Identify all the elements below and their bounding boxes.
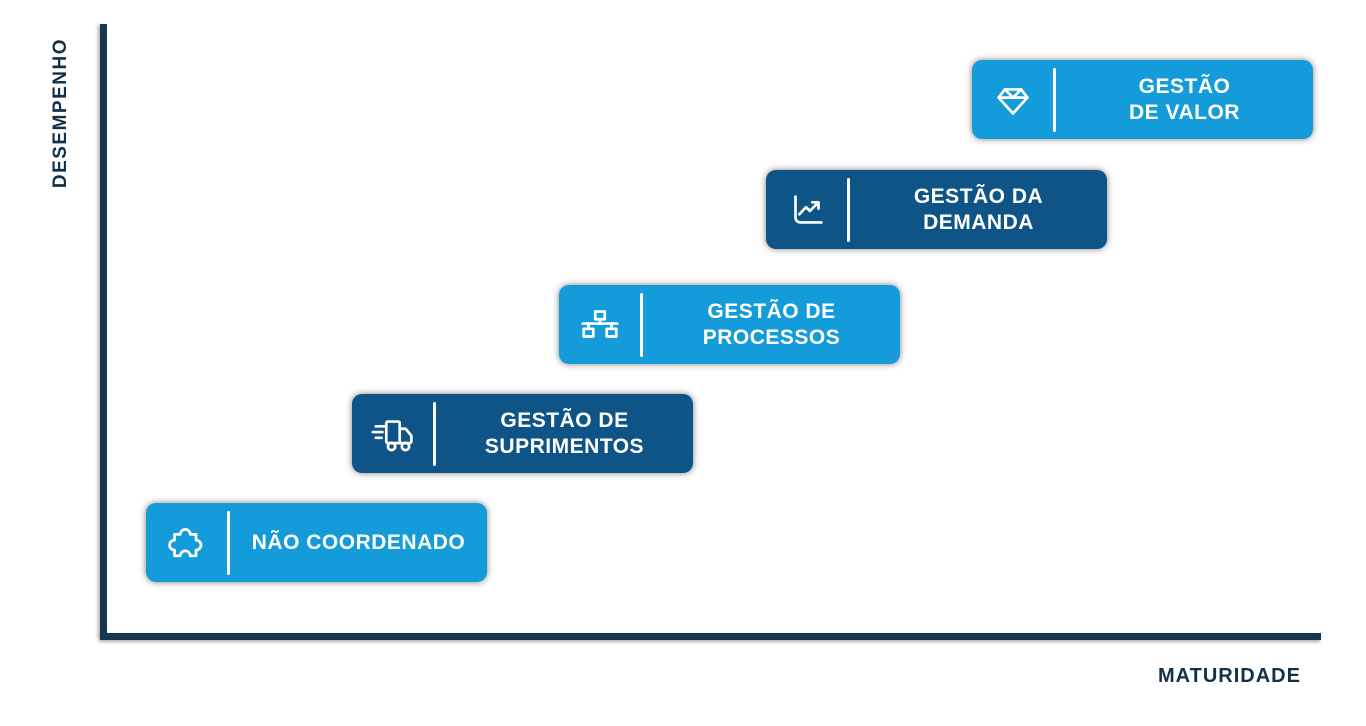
- step-gestao-da-demanda: GESTÃO DA DEMANDA: [766, 170, 1107, 249]
- x-axis-label: MATURIDADE: [1158, 665, 1301, 687]
- step-gestao-de-suprimentos: GESTÃO DE SUPRIMENTOS: [352, 394, 693, 473]
- step-label: GESTÃO DE VALOR: [1129, 74, 1240, 124]
- step-nao-coordenado: NÃO COORDENADO: [146, 503, 487, 582]
- y-axis-label: DESEMPENHO: [50, 38, 71, 189]
- chart-icon: [766, 187, 847, 233]
- diamond-icon: [972, 77, 1053, 123]
- step-label: GESTÃO DA DEMANDA: [913, 184, 1044, 234]
- truck-icon: [352, 411, 433, 457]
- puzzle-icon: [146, 520, 227, 566]
- step-label: NÃO COORDENADO: [251, 530, 466, 554]
- step-label: GESTÃO DE SUPRIMENTOS: [484, 408, 645, 458]
- step-gestao-de-processos: GESTÃO DE PROCESSOS: [559, 285, 900, 364]
- divider: [227, 510, 230, 575]
- divider: [847, 177, 850, 242]
- step-label: GESTÃO DE PROCESSOS: [702, 299, 841, 349]
- divider: [433, 401, 436, 466]
- divider: [1053, 67, 1056, 132]
- sitemap-icon: [559, 302, 640, 348]
- divider: [640, 292, 643, 357]
- step-gestao-de-valor: GESTÃO DE VALOR: [972, 60, 1313, 139]
- y-axis-line: [100, 24, 107, 637]
- x-axis-line: [100, 633, 1321, 640]
